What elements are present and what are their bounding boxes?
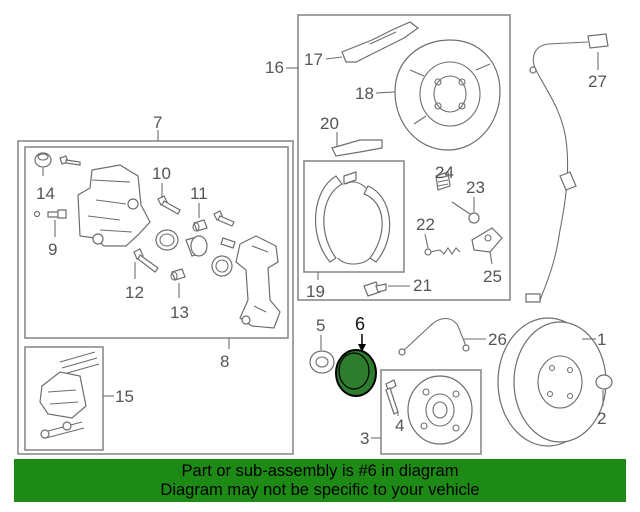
caliper-inner-box <box>24 146 289 339</box>
guide-bolt-upper <box>157 195 181 215</box>
hold-down-pin <box>363 281 387 297</box>
wheel-bearing <box>309 350 335 374</box>
callout-21: 21 <box>413 276 432 295</box>
callout-8: 8 <box>220 352 229 371</box>
parking-brake-box <box>297 14 511 301</box>
caliper-bracket <box>235 235 281 329</box>
pad-kit-box <box>24 346 104 451</box>
callout-14: 14 <box>36 184 55 203</box>
highlighted-part-6 <box>335 349 377 397</box>
guide-bolt-lower <box>133 248 159 273</box>
parking-brake-shoes <box>314 171 391 265</box>
brake-rotor <box>497 317 607 447</box>
hub-assembly-box <box>380 369 482 455</box>
callout-3: 3 <box>360 429 369 448</box>
callout-2: 2 <box>597 409 606 428</box>
callout-23: 23 <box>466 178 485 197</box>
return-spring <box>424 247 461 256</box>
hold-down-spring <box>451 201 480 224</box>
callout-15: 15 <box>115 387 134 406</box>
callout-5: 5 <box>316 316 325 335</box>
caliper-assembly-box <box>17 140 294 455</box>
backing-plate-bracket <box>341 21 420 63</box>
shoe-adjuster <box>435 171 451 191</box>
guide-pin-small <box>33 209 67 219</box>
hub-cap <box>595 374 613 390</box>
info-banner: Part or sub-assembly is #6 in diagram Di… <box>14 459 626 502</box>
parking-lever <box>471 227 503 253</box>
piston-seal <box>155 229 179 251</box>
banner-line-1: Part or sub-assembly is #6 in diagram <box>181 462 459 480</box>
callout-18: 18 <box>355 84 374 103</box>
callout-17: 17 <box>304 50 323 69</box>
dust-cap <box>34 152 52 168</box>
parking-brake-cable <box>398 317 470 356</box>
piston <box>185 235 208 257</box>
bleeder-screw <box>59 155 81 166</box>
parts-diagram: 7 14 9 10 11 12 13 8 15 <box>17 14 613 455</box>
pad-clip <box>220 237 236 249</box>
callout-24: 24 <box>435 163 454 182</box>
callout-20: 20 <box>320 114 339 133</box>
callout-7: 7 <box>153 113 162 132</box>
callout-6: 6 <box>355 314 365 334</box>
adjuster-strut <box>331 139 383 157</box>
callout-10: 10 <box>152 164 171 183</box>
guide-bushing-lower <box>170 268 186 281</box>
guide-bushing-upper <box>192 219 208 232</box>
wheel-speed-sensor <box>525 33 609 303</box>
callout-27: 27 <box>588 72 607 91</box>
callout-19: 19 <box>306 282 325 301</box>
hub-flange <box>407 375 473 445</box>
callout-13: 13 <box>170 303 189 322</box>
callout-22: 22 <box>416 215 435 234</box>
caliper-body <box>77 164 151 247</box>
callout-25: 25 <box>483 267 502 286</box>
shoe-box <box>303 160 405 273</box>
mounting-bolt <box>213 210 235 227</box>
callout-12: 12 <box>125 283 144 302</box>
callout-26: 26 <box>488 330 507 349</box>
banner-line-2: Diagram may not be specific to your vehi… <box>160 481 480 499</box>
brake-pad-kit <box>39 351 100 439</box>
callout-4: 4 <box>395 416 404 435</box>
callout-16: 16 <box>265 58 284 77</box>
callout-9: 9 <box>48 240 57 259</box>
boot-seal <box>211 255 233 277</box>
hub-bolt <box>385 379 399 415</box>
callout-11: 11 <box>190 184 208 203</box>
backing-plate <box>394 39 501 151</box>
callout-1: 1 <box>597 330 606 349</box>
